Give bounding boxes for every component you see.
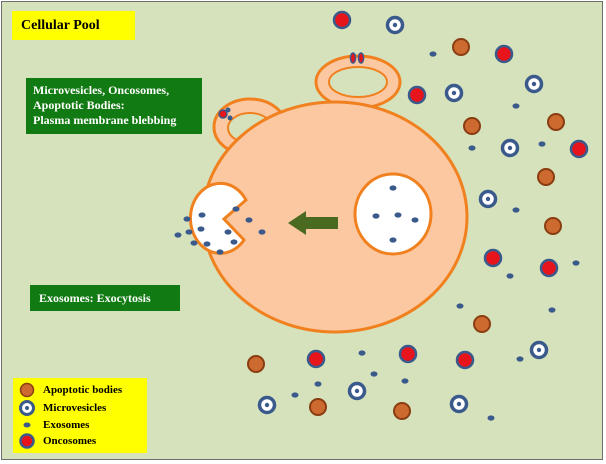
- budding-exosome: [225, 107, 231, 113]
- extracellular-particles: [174, 10, 589, 421]
- legend-label: Microvesicles: [43, 402, 107, 414]
- exosome: [314, 381, 322, 387]
- exosome: [572, 260, 580, 266]
- apoptotic-body: [452, 38, 470, 56]
- exosome: [190, 240, 198, 246]
- microvesicles-label-line-2: Apoptotic Bodies:: [33, 98, 125, 112]
- exosome: [538, 141, 546, 147]
- exosome: [258, 229, 266, 235]
- exosome: [401, 378, 409, 384]
- apoptotic-body: [547, 113, 565, 131]
- microvesicle-core: [392, 22, 398, 28]
- microvesicle-icon: [18, 400, 40, 416]
- apoptotic-body: [247, 355, 265, 373]
- exosome: [506, 273, 514, 279]
- legend-label: Oncosomes: [43, 435, 97, 447]
- exosome-icon: [18, 417, 40, 433]
- legend-item-apoptotic-bodies: Apoptotic bodies: [13, 382, 147, 398]
- exosome: [183, 216, 191, 222]
- exosome: [358, 350, 366, 356]
- exosome: [232, 206, 240, 212]
- cell-diagram: [174, 10, 589, 421]
- exosome: [548, 307, 556, 313]
- legend-item-oncosomes: Oncosomes: [13, 433, 147, 449]
- exosome: [370, 371, 378, 377]
- legend-label: Apoptotic bodies: [43, 384, 123, 396]
- exosome: [245, 217, 253, 223]
- oncosome: [494, 44, 514, 64]
- apoptotic-body: [544, 217, 562, 235]
- oncosome: [483, 248, 503, 268]
- exosome: [512, 103, 520, 109]
- exosome: [394, 212, 402, 218]
- apoptotic-body-icon: [18, 382, 40, 398]
- exosome: [411, 217, 419, 223]
- oncosome: [455, 350, 475, 370]
- exosome: [224, 229, 232, 235]
- oncosome: [306, 349, 326, 369]
- exosome: [512, 207, 520, 213]
- exosome: [203, 241, 211, 247]
- exosome: [230, 239, 238, 245]
- budding-oncosome: [218, 109, 228, 119]
- microvesicle-core: [485, 196, 491, 202]
- exosomes-label-box: Exosomes: Exocytosis: [30, 285, 180, 311]
- exosome: [291, 392, 299, 398]
- microvesicle-core: [451, 90, 457, 96]
- oncosome: [398, 344, 418, 364]
- exosome: [389, 185, 397, 191]
- microvesicles-label-line-3: Plasma membrane blebbing: [33, 113, 177, 127]
- exosome: [197, 226, 205, 232]
- oncosome: [569, 139, 589, 159]
- microvesicle-core: [507, 145, 513, 151]
- microvesicle-core: [536, 347, 542, 353]
- exosome: [216, 249, 224, 255]
- microvesicle-core: [354, 388, 360, 394]
- budding-oncosome: [349, 52, 357, 64]
- budding-exosome: [227, 115, 233, 121]
- exosome: [174, 232, 182, 238]
- apoptotic-body: [463, 117, 481, 135]
- exosome: [487, 415, 495, 421]
- apoptotic-body: [393, 402, 411, 420]
- budding-oncosome: [357, 52, 365, 64]
- exosome: [429, 51, 437, 57]
- exosome: [516, 356, 524, 362]
- apoptotic-body: [309, 398, 327, 416]
- oncosome-icon: [18, 433, 40, 449]
- microvesicles-label-line-1: Microvesicles, Oncosomes,: [33, 83, 170, 97]
- fusing-multivesicular-body: [188, 181, 248, 255]
- multivesicular-body: [353, 172, 433, 256]
- apoptotic-body: [473, 315, 491, 333]
- microvesicle-core: [264, 402, 270, 408]
- exosome: [185, 229, 193, 235]
- exosome: [372, 213, 380, 219]
- exosome: [456, 303, 464, 309]
- legend: Apoptotic bodies Microvesicles Exosomes …: [13, 378, 147, 453]
- microvesicles-label-box: Microvesicles, Oncosomes, Apoptotic Bodi…: [26, 78, 202, 134]
- apoptotic-body: [537, 168, 555, 186]
- legend-item-microvesicles: Microvesicles: [13, 400, 147, 416]
- oncosome: [407, 85, 427, 105]
- microvesicle-core: [531, 81, 537, 87]
- legend-label: Exosomes: [43, 419, 90, 431]
- exosome: [389, 237, 397, 243]
- direction-arrow: [288, 211, 338, 235]
- oncosome: [332, 10, 352, 30]
- microvesicle-core: [456, 401, 462, 407]
- oncosome: [539, 258, 559, 278]
- budding-vesicle-top: [314, 54, 402, 110]
- legend-item-exosomes: Exosomes: [13, 417, 147, 433]
- page-title: Cellular Pool: [12, 11, 135, 40]
- exosome: [198, 212, 206, 218]
- exosome: [468, 145, 476, 151]
